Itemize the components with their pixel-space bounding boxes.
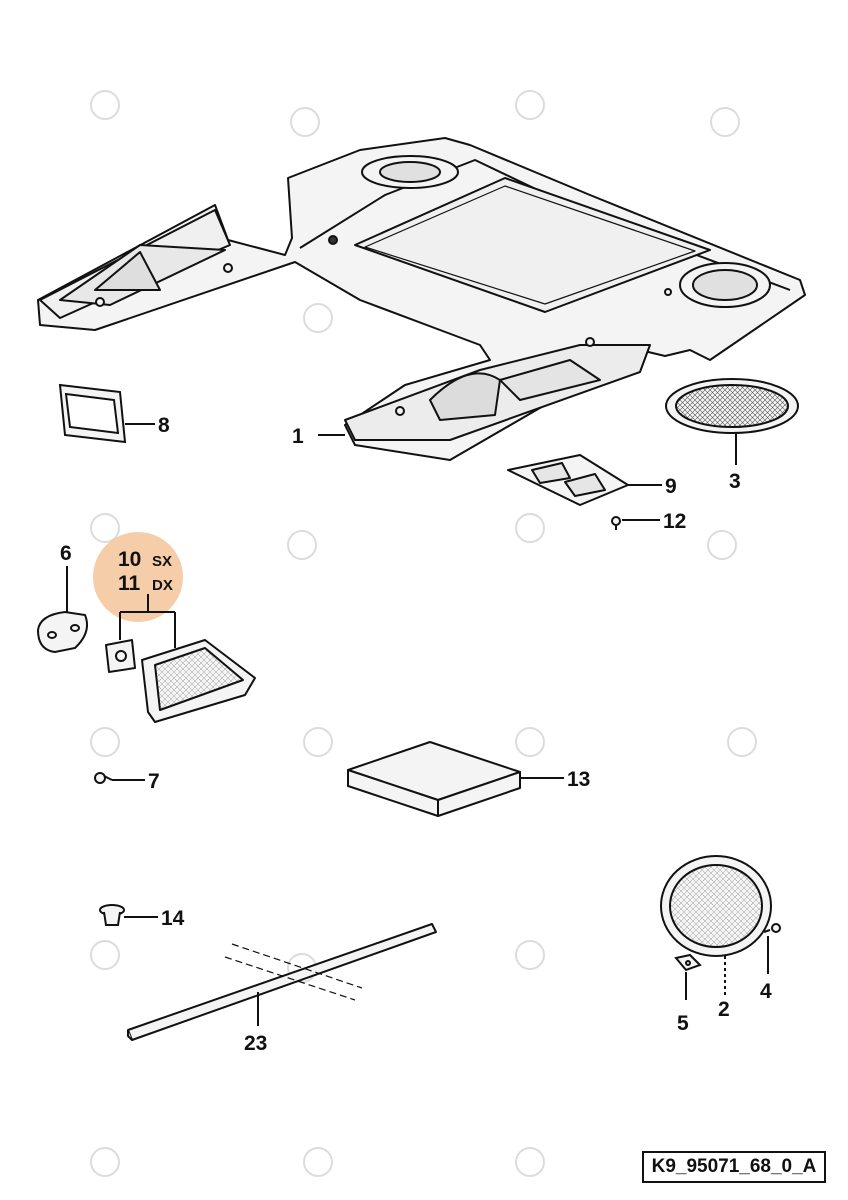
nut-clip-5: [674, 953, 702, 972]
cover-part-6: [36, 610, 88, 654]
screw-12: [611, 516, 621, 530]
push-pin-14: [99, 904, 125, 926]
frame-part-8: [58, 383, 127, 444]
callout-12: 12: [663, 510, 686, 533]
clip-7: [94, 772, 113, 784]
callout-9: 9: [665, 475, 677, 498]
leader-10-11: [119, 594, 176, 648]
cut-lines-23: [224, 943, 363, 1001]
callout-7: 7: [148, 770, 160, 793]
speaker-grille-3: [665, 378, 799, 434]
screw-4: [763, 923, 781, 933]
callout-2: 2: [718, 998, 730, 1021]
speaker-cover-2: [660, 855, 772, 957]
callout-11: 11: [118, 572, 141, 595]
reference-code-box: K9_95071_68_0_A: [642, 1151, 826, 1183]
watermarks: [90, 90, 757, 1177]
lamp-part-10-11: [105, 639, 256, 723]
callout-1: 1: [292, 425, 304, 448]
callout-10: 10: [118, 548, 141, 571]
seal-strip-23: [127, 923, 437, 1041]
side-label-sx: SX: [152, 553, 172, 570]
pad-part-13: [347, 741, 521, 817]
switch-plate-9: [507, 454, 629, 506]
headliner-panel-1: [37, 137, 806, 461]
callout-8: 8: [158, 414, 170, 437]
highlight-marker: [93, 532, 183, 622]
callout-23: 23: [244, 1032, 267, 1055]
callout-5: 5: [677, 1012, 689, 1035]
callout-13: 13: [567, 768, 590, 791]
callout-3: 3: [729, 470, 741, 493]
callout-14: 14: [161, 907, 185, 930]
callout-4: 4: [760, 980, 772, 1003]
side-label-dx: DX: [152, 577, 173, 594]
callout-6: 6: [60, 542, 72, 565]
